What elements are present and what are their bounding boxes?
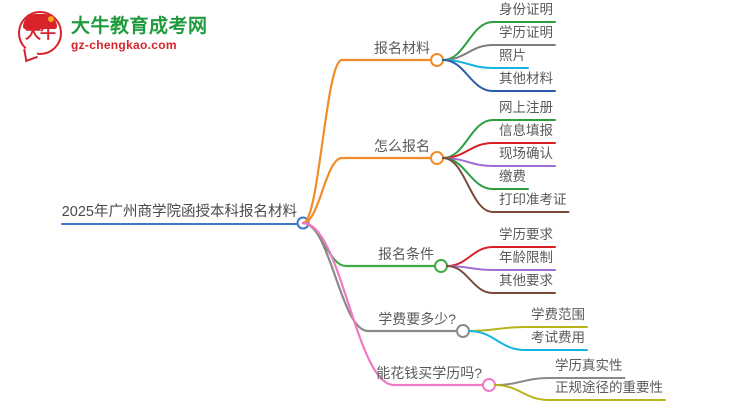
branch-label-4[interactable]: 能花钱买学历吗? [376, 365, 482, 381]
leaf-label-1-2[interactable]: 现场确认 [499, 146, 553, 161]
leaf-label-0-1[interactable]: 学历证明 [499, 25, 553, 40]
logo-mark-icon: 大牛 [18, 11, 64, 63]
branch-label-2[interactable]: 报名条件 [378, 246, 434, 262]
leaf-label-1-3[interactable]: 缴费 [499, 169, 526, 184]
leaf-label-1-4[interactable]: 打印准考证 [499, 192, 567, 207]
logo-wordmark: 大牛教育成考网 gz-chengkao.com [71, 16, 208, 53]
leaf-label-2-0[interactable]: 学历要求 [499, 227, 553, 242]
branch-curve-3 [301, 221, 465, 333]
logo-mark-text: 大牛 [24, 25, 56, 42]
leaf-label-1-1[interactable]: 信息填报 [499, 123, 553, 138]
branch-label-0[interactable]: 报名材料 [374, 40, 430, 56]
site-logo: 大牛 大牛教育成考网 gz-chengkao.com [18, 8, 218, 63]
logo-name-cn: 大牛教育成考网 [71, 15, 208, 37]
branch-curve-4 [301, 221, 491, 387]
leaf-curve-3-1 [468, 330, 526, 351]
branch-curve-1 [301, 156, 439, 225]
branch-label-3[interactable]: 学费要多少? [378, 311, 456, 327]
leaf-label-3-0[interactable]: 学费范围 [531, 307, 585, 322]
leaf-curve-2-2 [446, 265, 494, 294]
leaf-label-2-1[interactable]: 年龄限制 [499, 250, 553, 265]
leaf-label-0-2[interactable]: 照片 [499, 48, 526, 63]
leaf-label-0-3[interactable]: 其他材料 [499, 71, 553, 86]
leaf-label-3-1[interactable]: 考试费用 [531, 330, 585, 345]
root-node-label[interactable]: 2025年广州商学院函授本科报名材料 [61, 204, 297, 220]
leaf-curve-1-4 [442, 157, 494, 213]
leaf-curve-4-1 [494, 384, 550, 401]
logo-cap-shape [23, 14, 57, 29]
leaf-label-1-0[interactable]: 网上注册 [499, 100, 553, 115]
leaf-label-2-2[interactable]: 其他要求 [499, 273, 553, 288]
branch-label-1[interactable]: 怎么报名 [374, 138, 430, 154]
branch-curve-0 [301, 58, 439, 225]
leaf-label-4-0[interactable]: 学历真实性 [555, 358, 623, 373]
leaf-curve-0-3 [442, 59, 494, 92]
leaf-label-0-0[interactable]: 身份证明 [499, 2, 553, 17]
leaf-label-4-1[interactable]: 正规途径的重要性 [555, 380, 663, 395]
logo-url: gz-chengkao.com [71, 37, 177, 52]
